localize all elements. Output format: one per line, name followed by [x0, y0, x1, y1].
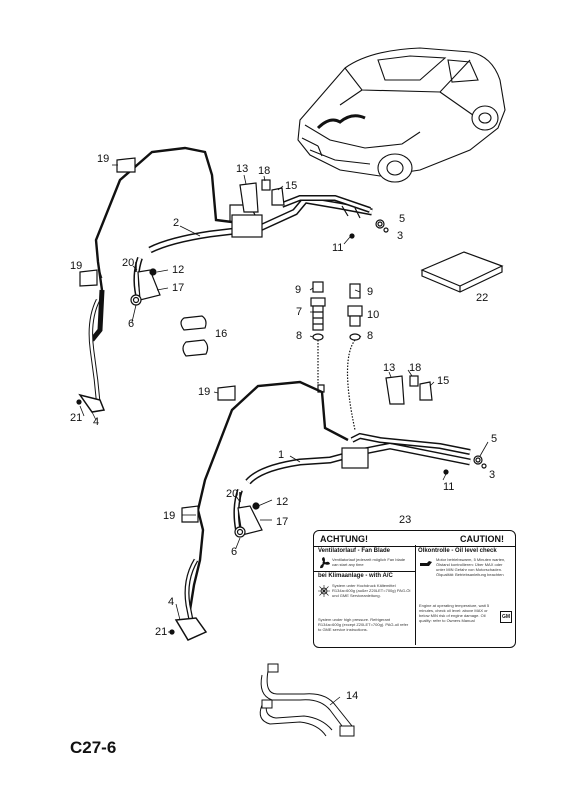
callout-8: 8 [296, 330, 303, 342]
hose-assembly-2 [78, 146, 373, 413]
callout-12: 12 [172, 264, 185, 276]
callout-4: 4 [93, 416, 100, 428]
label-oil-heading: Ölkontrolle - Oil level check [418, 548, 497, 554]
label-ac-heading: bei Klimaanlage - with A/C [318, 573, 393, 579]
callout-15: 15 [437, 375, 450, 387]
callout-19: 19 [70, 260, 83, 272]
callout-19: 19 [97, 153, 110, 165]
callout-8: 8 [367, 330, 374, 342]
oil-can-icon [420, 561, 432, 566]
callout-12: 12 [276, 496, 289, 508]
callout-6: 6 [231, 546, 238, 558]
callout-6: 6 [128, 318, 135, 330]
snowflake-icon [318, 585, 330, 597]
label-title-left: ACHTUNG! [320, 534, 368, 544]
callout-3: 3 [489, 469, 496, 481]
hose-assembly-1 [174, 380, 471, 641]
label-divider [314, 571, 415, 572]
callout-9: 9 [367, 286, 374, 298]
callout-5: 5 [399, 213, 406, 225]
caution-label-23: ACHTUNG! CAUTION! Ventilatorlauf - Fan B… [313, 530, 516, 648]
callout-16: 16 [215, 328, 228, 340]
callout-19: 19 [198, 386, 211, 398]
callout-17: 17 [276, 516, 289, 528]
callout-3: 3 [397, 230, 404, 242]
callout-21: 21 [70, 412, 83, 424]
callout-4: 4 [168, 596, 175, 608]
callout-10: 10 [367, 309, 380, 321]
lower-brackets [169, 375, 487, 635]
callout-19: 19 [163, 510, 176, 522]
car-illustration [297, 47, 506, 183]
label-divider [314, 546, 515, 547]
callout-21: 21 [155, 626, 168, 638]
page-code: C27-6 [70, 738, 117, 757]
fan-icon [320, 557, 330, 569]
callout-13: 13 [383, 362, 396, 374]
hose-assembly-14 [259, 663, 355, 737]
callout-5: 5 [491, 433, 498, 445]
label-title-right: CAUTION! [460, 534, 504, 544]
gm-logo: GM [500, 611, 512, 623]
callout-22: 22 [476, 292, 489, 304]
callout-18: 18 [409, 362, 422, 374]
callout-9: 9 [295, 284, 302, 296]
valve-parts [310, 281, 363, 431]
label-ac-text-de: System unter Hochdruck Kältemittel R134a… [332, 583, 411, 598]
callout-1: 1 [278, 449, 285, 461]
callout-17: 17 [172, 282, 185, 294]
dryer-pad-22 [420, 251, 504, 293]
upper-brackets [76, 157, 389, 405]
callout-23: 23 [399, 514, 412, 526]
callout-2: 2 [173, 217, 180, 229]
callout-14: 14 [346, 690, 359, 702]
label-oil-text-de: Motor betriebswarm, 5 Minuten warten, Öl… [436, 557, 506, 577]
callout-20: 20 [122, 257, 135, 269]
callout-7: 7 [296, 306, 303, 318]
callout-11: 11 [443, 481, 455, 493]
callout-20: 20 [226, 488, 239, 500]
callout-15: 15 [285, 180, 298, 192]
label-fan-heading: Ventilatorlauf - Fan Blade [318, 548, 391, 554]
label-center-divider [415, 545, 416, 645]
callout-13: 13 [236, 163, 249, 175]
leader-lines [79, 164, 489, 706]
callout-18: 18 [258, 165, 271, 177]
label-fan-text: Ventilatorlauf jederzeit möglich Fan bla… [332, 557, 406, 567]
callout-11: 11 [332, 242, 344, 254]
label-oil-text-en: Engine at operating temperature, wait 5 … [419, 603, 490, 623]
label-ac-text-en: System under high pressure. Refrigerant … [318, 617, 409, 632]
